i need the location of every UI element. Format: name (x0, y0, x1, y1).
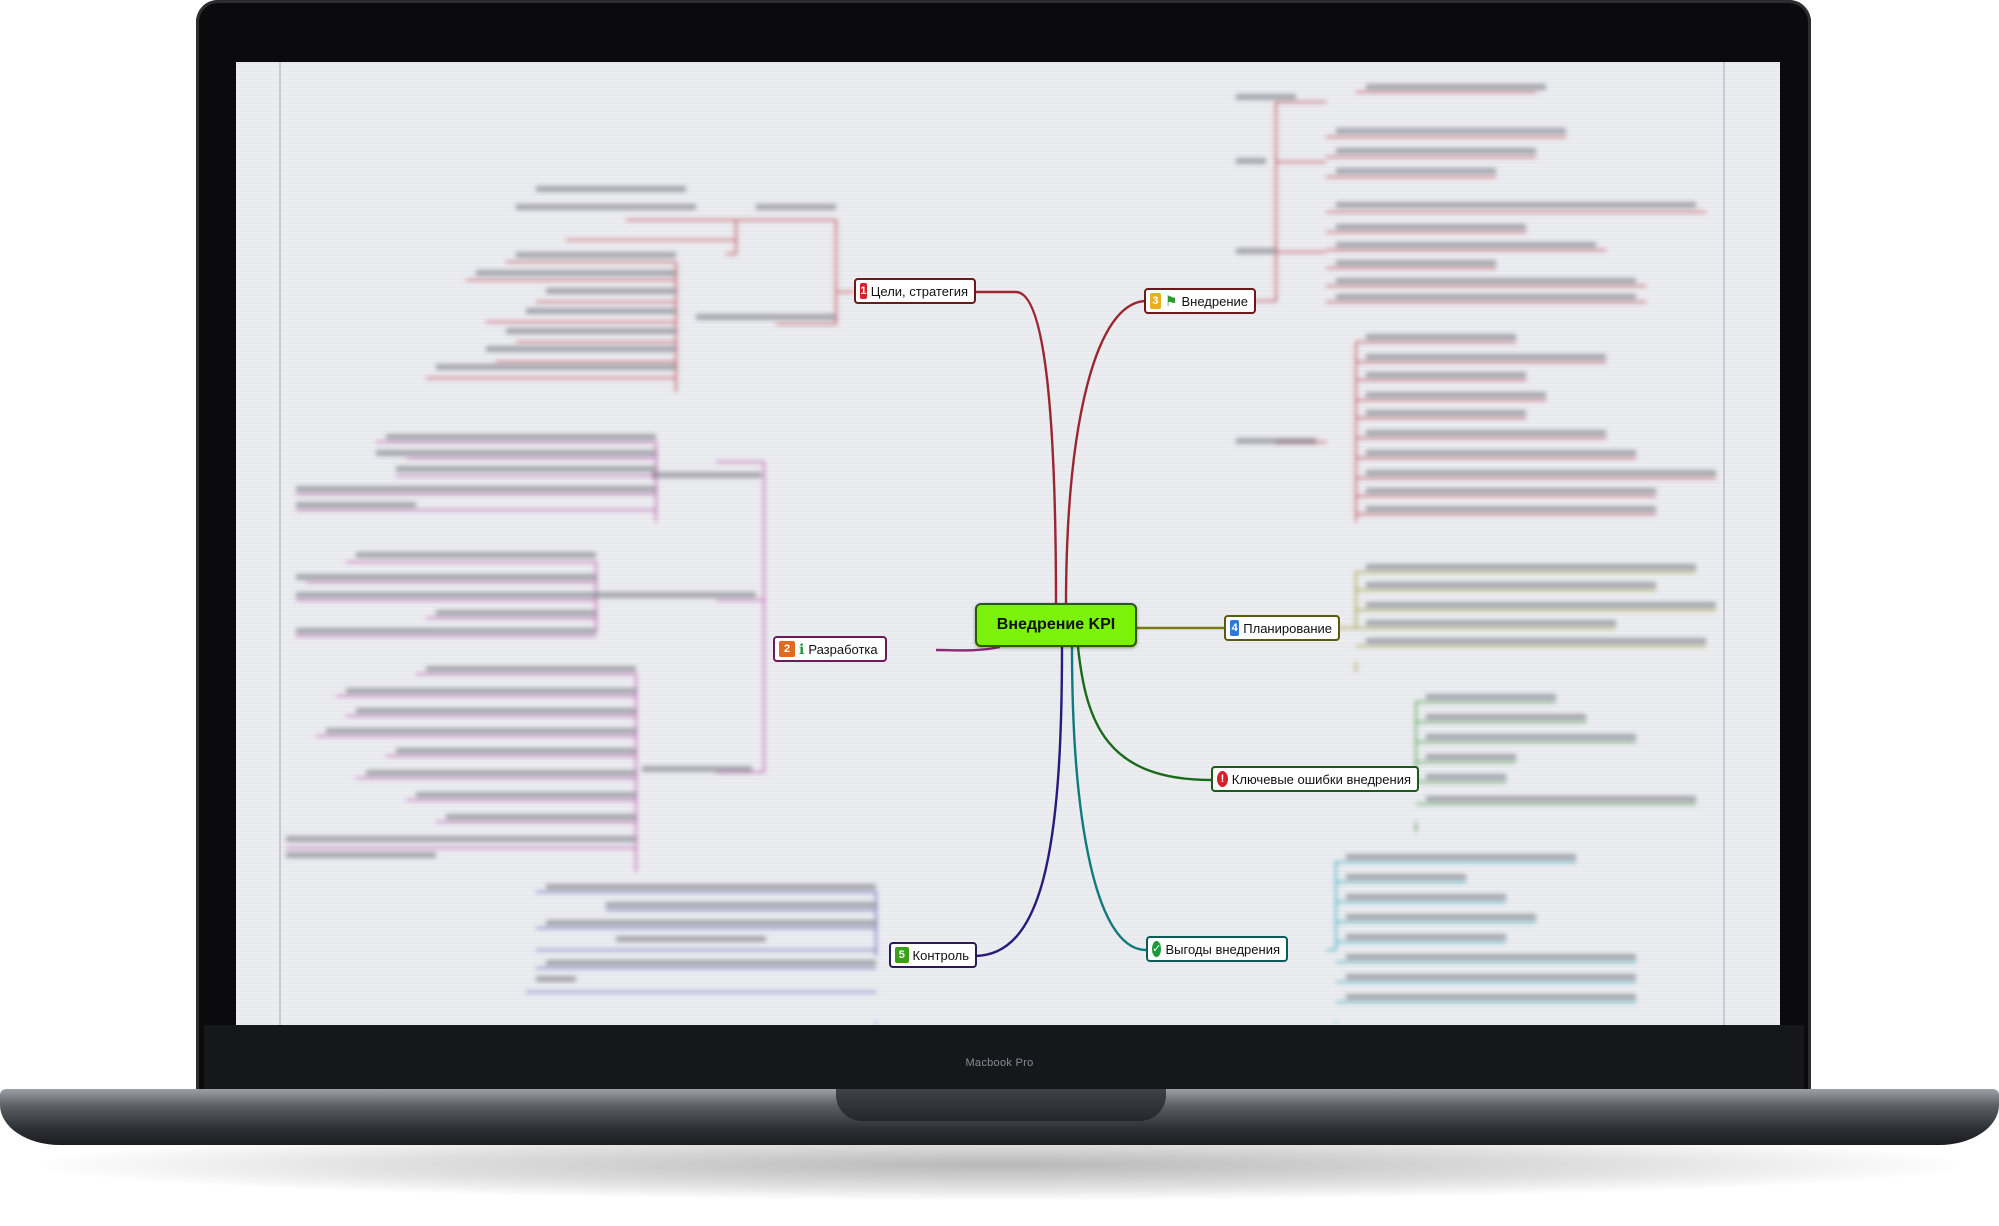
topic-label: Планирование (1243, 620, 1332, 636)
number-4-icon: 4 (1230, 620, 1240, 636)
central-topic[interactable]: Внедрение KPI (975, 603, 1137, 647)
central-topic-label: Внедрение KPI (996, 616, 1116, 633)
topic-control[interactable]: 5 Контроль (889, 942, 977, 968)
topic-development[interactable]: 2 ℹ Разработка (773, 636, 887, 662)
topic-label: Выгоды внедрения (1165, 941, 1280, 957)
topic-benefits[interactable]: ✓ Выгоды внедрения (1146, 936, 1288, 962)
brand-label: Macbook Pro (965, 1057, 1034, 1069)
topic-goals-strategy[interactable]: 1 Цели, стратегия (854, 278, 976, 304)
topic-label: Контроль (912, 947, 969, 963)
number-3-icon: 3 (1150, 293, 1161, 309)
flag-icon: ⚑ (1164, 293, 1178, 309)
topic-planning[interactable]: 4 Планирование (1224, 615, 1340, 641)
topic-label: Разработка (808, 641, 878, 657)
number-1-icon: 1 (860, 283, 867, 299)
topic-label: Ключевые ошибки внедрения (1231, 771, 1411, 787)
topic-implementation[interactable]: 3 ⚑ Внедрение (1144, 288, 1256, 314)
mindmap-canvas[interactable]: 1 Цели, стратегия 3 ⚑ Внедрение 2 ℹ Разр… (236, 62, 1780, 1025)
number-2-icon: 2 (779, 641, 795, 657)
exclamation-icon: ! (1217, 771, 1228, 787)
laptop-bezel-chin (204, 1025, 1804, 1091)
topic-key-mistakes[interactable]: ! Ключевые ошибки внедрения (1211, 766, 1419, 792)
number-5-icon: 5 (895, 947, 909, 963)
info-icon: ℹ (799, 641, 805, 657)
laptop-hinge-notch (836, 1089, 1166, 1121)
mindmap-connections (236, 62, 1780, 1025)
topic-label: Внедрение (1181, 293, 1248, 309)
topic-label: Цели, стратегия (870, 283, 968, 299)
checkmark-icon: ✓ (1152, 941, 1162, 957)
